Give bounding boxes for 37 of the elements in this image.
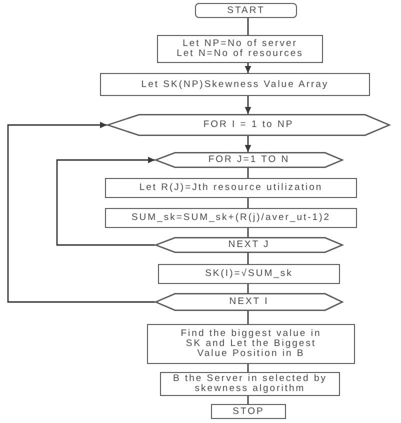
connector-line bbox=[247, 253, 249, 264]
step-text: Let NP=No of server bbox=[182, 39, 298, 49]
connector-line bbox=[247, 168, 249, 178]
loop-hexagon bbox=[155, 237, 343, 253]
arrow bbox=[244, 96, 252, 114]
loop-hexagon bbox=[107, 114, 390, 136]
process-box bbox=[105, 208, 357, 228]
step-text: SUM_sk=SUM_sk+(R(j)/aver_ut-1)2 bbox=[131, 213, 331, 223]
step-text: Find the biggest value in SK and Let the Biggest Value Position in B bbox=[180, 329, 322, 359]
step-text: B the Server in selected by skewness algorithm bbox=[172, 374, 328, 394]
process-box bbox=[147, 324, 355, 364]
step-text: FOR J=1 TO N bbox=[208, 155, 290, 165]
process-box bbox=[158, 264, 340, 284]
step-text: NEXT I bbox=[229, 297, 269, 307]
arrow bbox=[244, 63, 252, 73]
connector-line bbox=[247, 311, 249, 324]
loop-hexagon bbox=[155, 152, 343, 168]
process-box bbox=[100, 73, 370, 96]
step-text: SK(I)=√SUM_sk bbox=[205, 269, 293, 279]
loop-hexagon bbox=[155, 293, 343, 311]
step-text: Let R(J)=Jth resource utilization bbox=[139, 183, 323, 193]
process-box bbox=[160, 372, 340, 396]
process-box bbox=[157, 35, 323, 63]
step-text: STOP bbox=[232, 406, 264, 416]
step-text: NEXT J bbox=[228, 240, 270, 250]
step-text: Let SK(NP)Skewness Value Array bbox=[141, 80, 329, 90]
process-box bbox=[105, 178, 357, 198]
step-text: START bbox=[227, 6, 265, 16]
loop-back-arrow bbox=[56, 156, 155, 246]
loop-back-arrow bbox=[7, 122, 155, 303]
connector-line bbox=[247, 198, 249, 208]
process-box bbox=[211, 404, 286, 419]
connector-line bbox=[247, 18, 249, 35]
terminal-box bbox=[195, 3, 297, 18]
step-text: FOR I = 1 to NP bbox=[203, 120, 294, 130]
arrow bbox=[244, 136, 252, 152]
step-text: Let N=No of resources bbox=[176, 49, 304, 59]
